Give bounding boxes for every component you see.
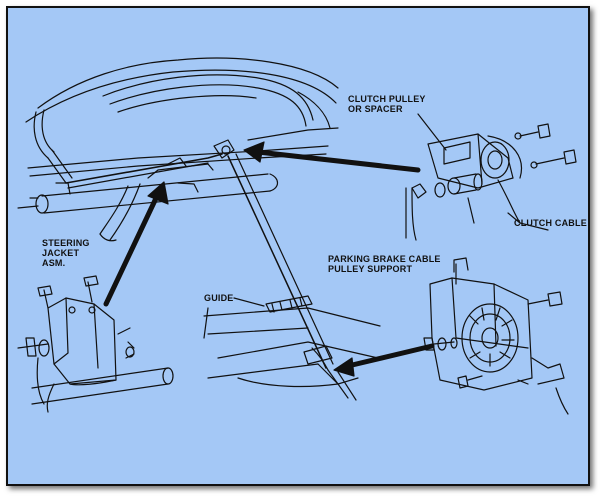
label-parking-line2: PULLEY SUPPORT xyxy=(328,264,413,274)
label-steering-jacket: STEERING JACKET ASM. xyxy=(42,238,90,268)
label-parking-line1: PARKING BRAKE CABLE xyxy=(328,254,441,264)
label-guide-text: GUIDE xyxy=(204,293,234,303)
parking-brake-pulley-support xyxy=(423,257,569,415)
steering-jacket xyxy=(17,149,279,242)
diagram-frame: CLUTCH PULLEY OR SPACER CLUTCH CABLE STE… xyxy=(6,6,590,486)
label-clutch-cable: CLUTCH CABLE xyxy=(514,218,587,228)
dashboard-outline xyxy=(25,57,339,177)
guide-leader xyxy=(233,297,265,307)
clutch-pulley-leader xyxy=(417,113,447,151)
label-steering-line2: JACKET xyxy=(42,248,80,258)
label-clutch-pulley-line1: CLUTCH PULLEY xyxy=(348,94,426,104)
label-clutch-cable-text: CLUTCH CABLE xyxy=(514,218,587,228)
parking-cable-run-2 xyxy=(235,153,334,365)
label-steering-line3: ASM. xyxy=(42,258,66,268)
label-guide: GUIDE xyxy=(204,293,234,303)
floor-guide-area xyxy=(203,295,381,401)
label-clutch-pulley: CLUTCH PULLEY OR SPACER xyxy=(348,94,426,114)
label-parking-brake: PARKING BRAKE CABLE PULLEY SUPPORT xyxy=(328,254,441,274)
upper-pulley-bracket xyxy=(167,139,235,167)
label-steering-line1: STEERING xyxy=(42,238,90,248)
diagram-illustration xyxy=(17,57,577,415)
clutch-pulley-assembly xyxy=(405,123,577,241)
clutch-cable-leader xyxy=(507,212,521,224)
clutch-cable-run-lower xyxy=(67,162,209,189)
leader-arrows xyxy=(103,141,435,377)
steering-bracket-assembly xyxy=(17,275,174,413)
label-clutch-pulley-line2: OR SPACER xyxy=(348,104,403,114)
parking-cable-run xyxy=(227,155,327,369)
clutch-cable-run xyxy=(65,153,223,184)
